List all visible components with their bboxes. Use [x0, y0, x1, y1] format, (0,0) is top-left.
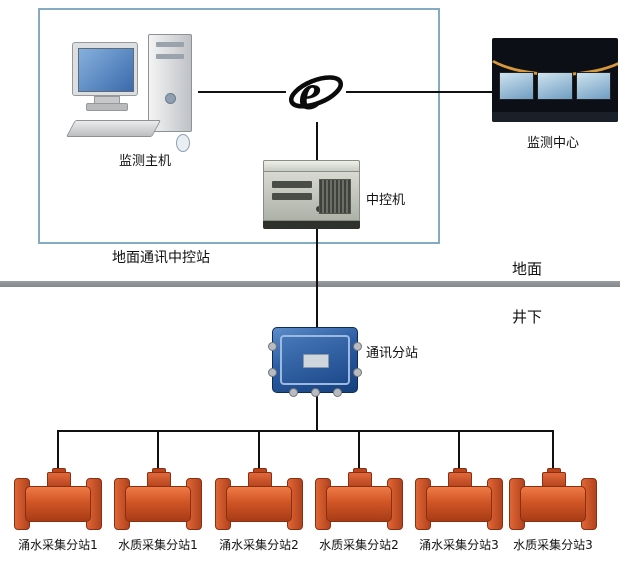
collector-device-image	[214, 468, 304, 532]
device-group-2: 水质采集分站1	[103, 468, 213, 562]
device-label: 涌水采集分站2	[219, 538, 299, 552]
ground-divider	[0, 281, 620, 287]
device-group-4: 水质采集分站2	[304, 468, 414, 562]
device-body	[520, 486, 586, 522]
device-group-1: 涌水采集分站1	[3, 468, 113, 562]
internet-e-icon: e	[286, 60, 346, 122]
device-body	[25, 486, 91, 522]
server-top-face	[263, 160, 360, 171]
zone-underground-label: 井下	[512, 308, 543, 326]
substation-nameplate	[303, 354, 329, 368]
zone-surface-label: 地面	[512, 260, 543, 278]
pc-drive-slot	[156, 42, 184, 47]
center-screen	[575, 72, 611, 100]
substation-connector	[311, 388, 320, 397]
pc-screen	[78, 48, 134, 92]
collector-device-image	[508, 468, 598, 532]
substation-image	[268, 327, 362, 397]
device-group-5: 涌水采集分站3	[404, 468, 514, 562]
device-bus	[57, 430, 554, 432]
device-label: 水质采集分站1	[118, 538, 198, 552]
link-controller-substation	[316, 228, 318, 329]
device-label: 水质采集分站3	[513, 538, 593, 552]
device-label: 涌水采集分站3	[419, 538, 499, 552]
center-screens	[499, 72, 611, 100]
pc-mouse	[176, 134, 190, 152]
pc-monitor-base	[86, 103, 128, 111]
center-ceiling-light	[492, 38, 618, 76]
device-label: 涌水采集分站1	[18, 538, 98, 552]
monitoring-center-label: 监测中心	[526, 136, 579, 151]
server-drive-bay	[272, 181, 312, 188]
device-body	[125, 486, 191, 522]
pc-tower	[148, 34, 192, 132]
device-body	[426, 486, 492, 522]
link-internet-controller	[316, 91, 318, 162]
bus-drop-4	[358, 430, 360, 470]
substation-connector	[289, 388, 298, 397]
bus-drop-6	[552, 430, 554, 470]
bus-drop-5	[458, 430, 460, 470]
link-substation-bus	[316, 389, 318, 432]
substation-connector	[353, 368, 362, 377]
pc-keyboard	[66, 120, 162, 137]
server-vent	[319, 179, 351, 214]
monitoring-center-image	[492, 38, 618, 122]
controller-label: 中控机	[366, 193, 406, 208]
device-group-6: 水质采集分站3	[498, 468, 608, 562]
center-desk	[492, 112, 618, 122]
link-host-center	[198, 91, 494, 93]
device-body	[226, 486, 292, 522]
controller-image	[263, 160, 360, 230]
bus-drop-3	[258, 430, 260, 470]
center-screen	[537, 72, 573, 100]
substation-label: 通讯分站	[366, 346, 419, 361]
svg-text:e: e	[299, 64, 322, 120]
collector-device-image	[414, 468, 504, 532]
collector-device-image	[113, 468, 203, 532]
device-group-3: 涌水采集分站2	[204, 468, 314, 562]
pc-power-button	[164, 93, 176, 104]
substation-connector	[268, 368, 277, 377]
device-label: 水质采集分站2	[319, 538, 399, 552]
surface-station-box	[38, 8, 440, 244]
server-front-panel	[263, 171, 360, 221]
pc-drive-slot	[156, 54, 184, 59]
server-drive-bay	[272, 193, 312, 200]
collector-device-image	[13, 468, 103, 532]
surface-station-label: 地面通讯中控站	[112, 250, 210, 266]
host-computer-image	[60, 30, 210, 152]
host-label: 监测主机	[118, 154, 171, 169]
pc-monitor	[72, 42, 138, 96]
substation-connector	[333, 388, 342, 397]
center-screen	[499, 72, 535, 100]
substation-connector	[268, 342, 277, 351]
device-body	[326, 486, 392, 522]
collector-device-image	[314, 468, 404, 532]
bus-drop-2	[157, 430, 159, 470]
server-base	[263, 221, 360, 229]
substation-connector	[353, 342, 362, 351]
bus-drop-1	[57, 430, 59, 470]
